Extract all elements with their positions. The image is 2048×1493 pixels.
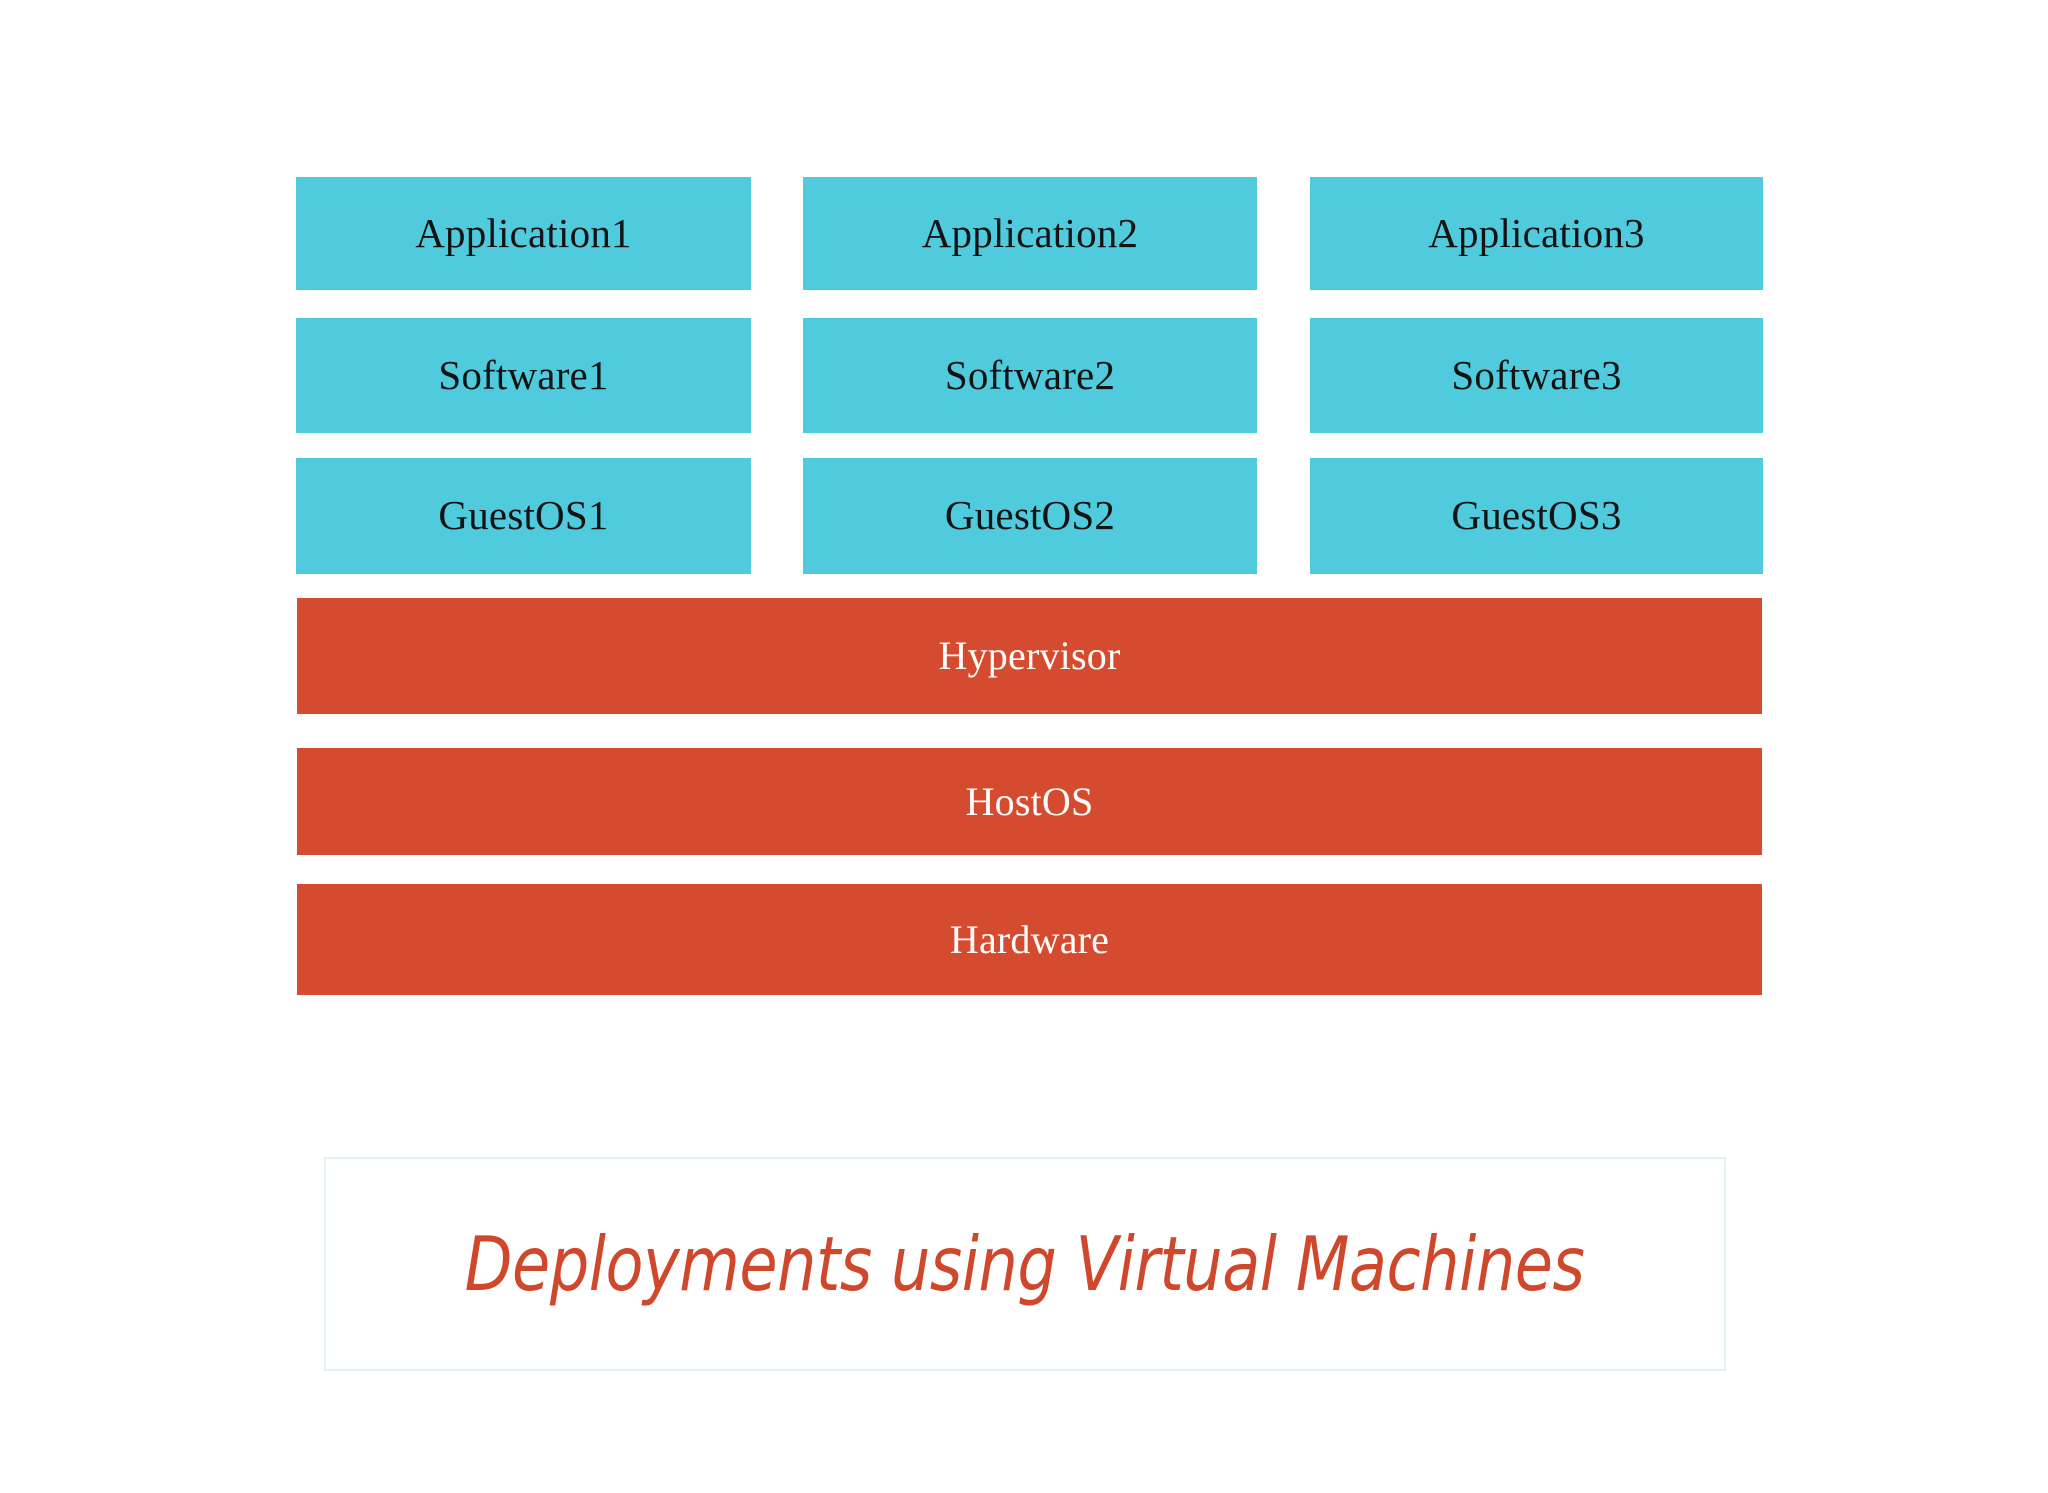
block-guest-os-2: GuestOS2 (803, 458, 1257, 574)
block-guest-os-3: GuestOS3 (1310, 458, 1763, 574)
block-hardware: Hardware (297, 884, 1762, 995)
block-hypervisor: Hypervisor (297, 598, 1762, 714)
block-software-2: Software2 (803, 318, 1257, 433)
block-software-1: Software1 (296, 318, 751, 433)
block-application-3: Application3 (1310, 177, 1763, 290)
caption-title: Deployments using Virtual Machines (465, 1220, 1585, 1308)
block-application-1: Application1 (296, 177, 751, 290)
block-host-os: HostOS (297, 748, 1762, 855)
block-application-2: Application2 (803, 177, 1257, 290)
block-guest-os-1: GuestOS1 (296, 458, 751, 574)
block-software-3: Software3 (1310, 318, 1763, 433)
caption-box: Deployments using Virtual Machines (324, 1157, 1726, 1371)
